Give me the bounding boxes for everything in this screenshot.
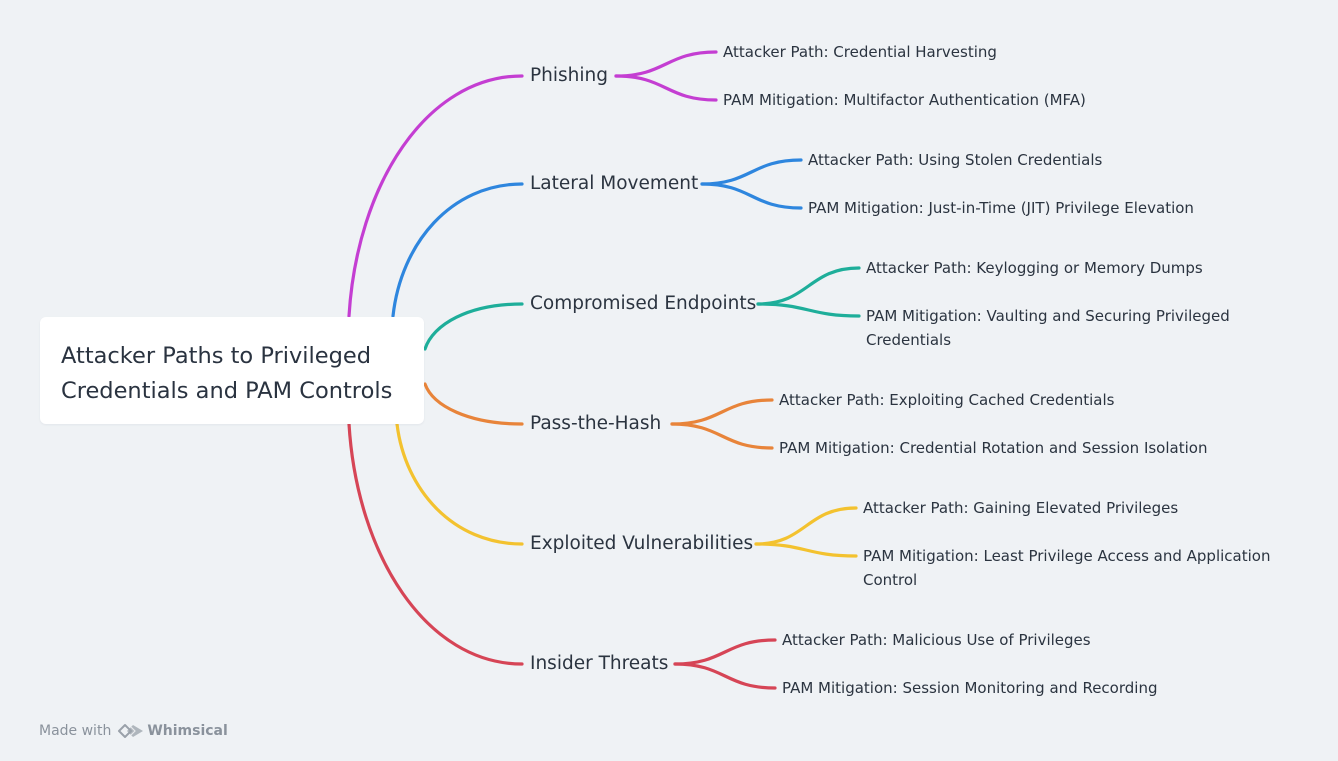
made-with-label: Made with (39, 723, 112, 739)
connector-root-lateral-movement (391, 182, 524, 318)
leaf-lateral-movement-pam-mitigation[interactable]: PAM Mitigation: Just-in-Time (JIT) Privi… (808, 199, 1194, 217)
connector-exploited-vulnerabilities-leaf-1 (754, 506, 858, 546)
leaf-exploited-vulnerabilities-pam-mitigation[interactable]: PAM Mitigation: Least Privilege Access a… (863, 547, 1271, 589)
connector-root-phishing (347, 74, 524, 318)
leaf-insider-threats-attacker-path[interactable]: Attacker Path: Malicious Use of Privileg… (782, 631, 1091, 649)
leaf-phishing-pam-mitigation[interactable]: PAM Mitigation: Multifactor Authenticati… (723, 91, 1086, 109)
whimsical-logo-icon (117, 721, 145, 741)
leaf-insider-threats-pam-mitigation[interactable]: PAM Mitigation: Session Monitoring and R… (782, 679, 1158, 697)
branch-exploited-vulnerabilities[interactable]: Exploited Vulnerabilities (530, 533, 754, 554)
connector-pass-the-hash-leaf-1 (670, 398, 774, 426)
leaf-lateral-movement-attacker-path[interactable]: Attacker Path: Using Stolen Credentials (808, 151, 1103, 169)
connector-pass-the-hash-leaf-2 (670, 422, 774, 450)
connector-phishing-leaf-2 (614, 74, 718, 102)
connector-compromised-endpoints-leaf-1 (756, 266, 861, 306)
leaf-compromised-endpoints-pam-mitigation[interactable]: PAM Mitigation: Vaulting and Securing Pr… (866, 307, 1230, 349)
made-with-whimsical-badge[interactable]: Made with Whimsical (39, 720, 228, 742)
leaf-exploited-vulnerabilities-attacker-path[interactable]: Attacker Path: Gaining Elevated Privileg… (863, 499, 1179, 517)
connector-lateral-movement-leaf-1 (700, 158, 803, 186)
branch-lateral-movement[interactable]: Lateral Movement (530, 173, 699, 194)
connector-phishing-leaf-1 (614, 50, 718, 78)
root-title: Attacker Paths to Privileged Credentials… (61, 343, 393, 404)
leaf-phishing-attacker-path[interactable]: Attacker Path: Credential Harvesting (723, 43, 997, 61)
connector-root-insider-threats (347, 422, 524, 666)
whimsical-brand-label: Whimsical (147, 723, 228, 739)
root-node[interactable]: Attacker Paths to Privileged Credentials… (40, 317, 424, 424)
connector-root-pass-the-hash (423, 382, 524, 426)
leaf-pass-the-hash-pam-mitigation[interactable]: PAM Mitigation: Credential Rotation and … (779, 439, 1208, 457)
connector-lateral-movement-leaf-2 (700, 182, 803, 210)
connector-root-exploited-vulnerabilities (395, 422, 524, 546)
branch-insider-threats[interactable]: Insider Threats (530, 653, 669, 674)
branch-pass-the-hash[interactable]: Pass-the-Hash (530, 413, 662, 434)
connector-insider-threats-leaf-2 (673, 662, 777, 690)
connector-exploited-vulnerabilities-leaf-2 (754, 542, 858, 558)
connector-root-compromised-endpoints (423, 302, 524, 351)
connector-insider-threats-leaf-1 (673, 638, 777, 666)
connector-compromised-endpoints-leaf-2 (756, 302, 861, 318)
leaf-compromised-endpoints-attacker-path[interactable]: Attacker Path: Keylogging or Memory Dump… (866, 259, 1203, 277)
leaf-pass-the-hash-attacker-path[interactable]: Attacker Path: Exploiting Cached Credent… (779, 391, 1115, 409)
branch-compromised-endpoints[interactable]: Compromised Endpoints (530, 293, 757, 314)
branch-phishing[interactable]: Phishing (530, 65, 608, 86)
